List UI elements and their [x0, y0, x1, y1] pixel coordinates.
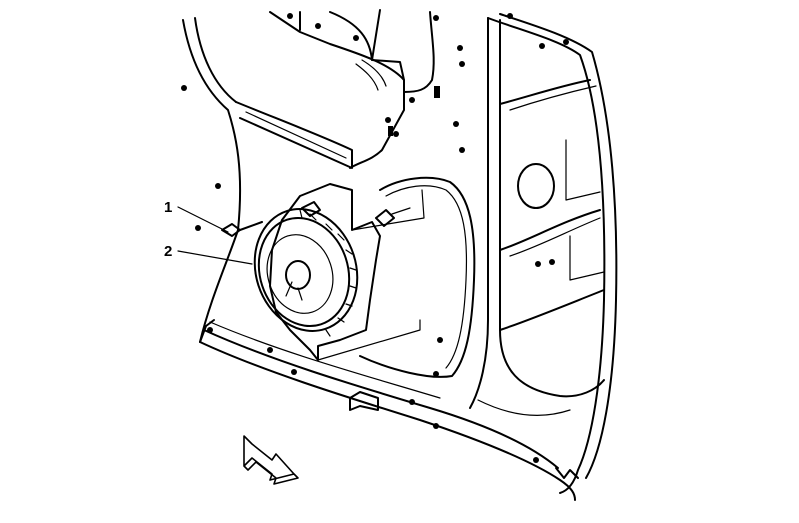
leader-lines — [177, 206, 253, 265]
fastener — [221, 221, 263, 237]
arrow-down-right-icon — [243, 435, 299, 485]
callout-1-label: 1 — [164, 199, 172, 216]
speaker — [253, 183, 425, 361]
callout-2-label: 2 — [164, 243, 172, 260]
door-inner-panel — [181, 9, 618, 501]
